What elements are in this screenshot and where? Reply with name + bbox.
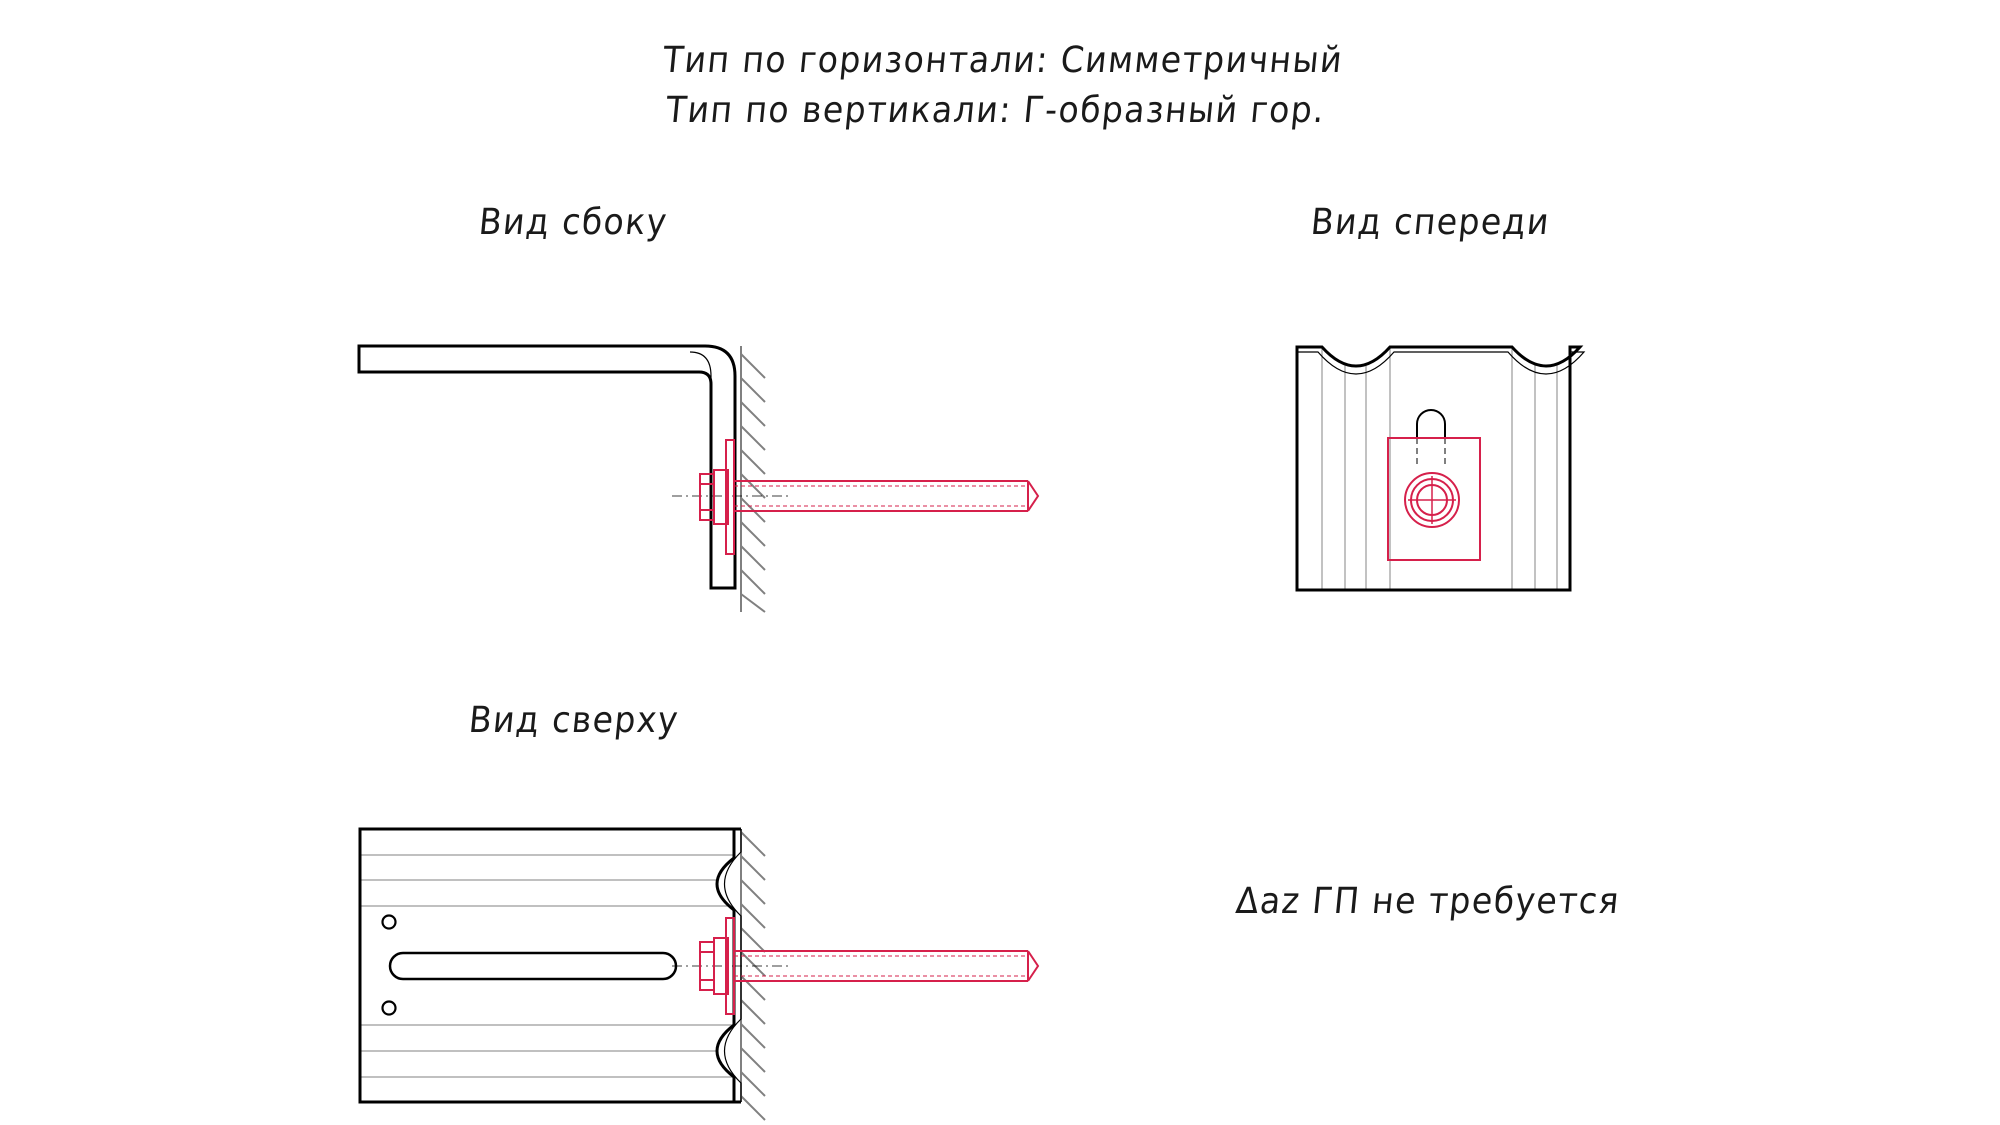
- front-view-slot: [1416, 409, 1446, 438]
- front-view-anchor-bolt: [1387, 437, 1481, 561]
- side-view-anchor-bolt: [699, 439, 1040, 555]
- top-view: [358, 827, 1040, 1121]
- side-view-bracket: [357, 344, 737, 590]
- side-view-wall: [740, 346, 766, 613]
- top-view-wall: [740, 829, 766, 1121]
- top-view-hole: [381, 914, 397, 930]
- top-view-anchor-bolt: [699, 917, 1040, 1015]
- top-view-bracket-outline: [358, 827, 736, 1104]
- front-view: [1295, 345, 1586, 592]
- top-view-hole: [381, 1000, 397, 1016]
- top-view-long-slot: [388, 951, 678, 981]
- side-view: [357, 344, 1040, 613]
- front-view-bracket-outline: [1295, 345, 1584, 592]
